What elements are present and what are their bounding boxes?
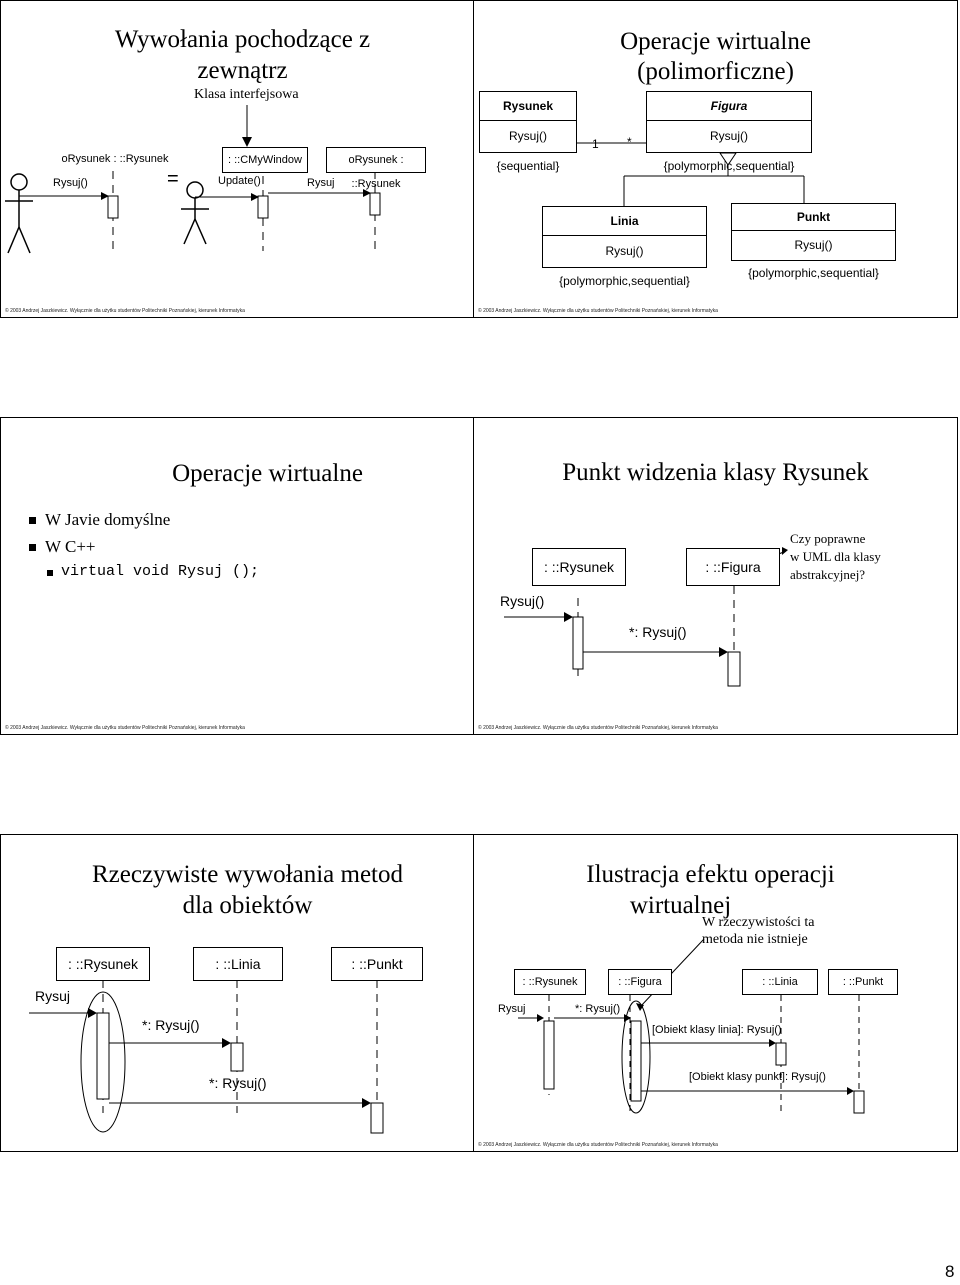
slide5-object-linia: : ::Linia (193, 947, 283, 981)
slide-virtual-effect: Ilustracja efektu operacji wirtualnej W … (473, 834, 958, 1152)
class-rysunek: Rysunek Rysuj(){sequential} (479, 91, 577, 173)
slide5-title-line2: dla obiektów (182, 892, 313, 919)
slide3-title: Operacje wirtualne (172, 460, 363, 487)
slide1-message-rysuj: Rysuj() (53, 177, 88, 189)
slide3-code-virtual: virtual void Rysuj (); (61, 563, 260, 580)
bullet2-icon (29, 544, 36, 551)
slide1-subtitle: Klasa interfejsowa (194, 87, 299, 102)
slide1-object-orysunek-2: oRysunek : ::Rysunek (326, 147, 426, 190)
slide6-title-line1: Ilustracja efektu operacji (586, 861, 835, 888)
class-figura-operation: Rysuj(){polymorphic,sequential} (663, 129, 795, 173)
slide3-footer: © 2003 Andrzej Jaszkiewicz. Wyłącznie dl… (5, 725, 245, 731)
class-punkt: Punkt Rysuj(){polymorphic,sequential} (731, 203, 896, 280)
slide4-message-rysuj: Rysuj() (500, 593, 545, 609)
class-linia-operation: Rysuj(){polymorphic,sequential} (559, 244, 690, 288)
slide1-sequence-lines (5, 105, 381, 254)
multiplicity-one: 1 (592, 137, 599, 151)
slide5-title-line1: Rzeczywiste wywołania metod (91, 861, 403, 888)
slide6-sequence-lines (518, 938, 865, 1115)
object-rysunek: : ::Rysunek (532, 548, 626, 586)
slide4-title: Punkt widzenia klasy Rysunek (562, 459, 869, 486)
slide1-title-line2: zewnątrz (197, 57, 288, 84)
slide6-message-punkt: [Obiekt klasy punkt]: Rysuj() (689, 1071, 826, 1083)
page-number: 8 (945, 1262, 955, 1281)
slide-real-calls: Rzeczywiste wywołania metod dla obiektów… (0, 834, 485, 1152)
slide1-footer: © 2003 Andrzej Jaszkiewicz. Wyłącznie dl… (5, 308, 245, 314)
actor2-icon (181, 181, 209, 245)
slide2-title-line1: Operacje wirtualne (620, 28, 811, 55)
slide5-object-rysunek: : ::Rysunek (56, 947, 150, 981)
slide5-message-rysuj: Rysuj (35, 988, 71, 1004)
bullet3-icon (47, 570, 53, 576)
slide1-object-orysunek-1: oRysunek : ::Rysunek (61, 149, 169, 171)
slide4-sequence-lines (504, 547, 788, 687)
slide6-note-line1: W rzeczywistości ta (702, 915, 815, 930)
class-linia: Linia Rysuj(){polymorphic,sequential} (542, 206, 707, 288)
slide-rysunek-view: Punkt widzenia klasy Rysunek : ::Rysunek… (473, 417, 958, 735)
slide6-message-rysuj: Rysuj (498, 1003, 526, 1015)
slide5-message-star-rysuj-2: *: Rysuj() (209, 1075, 267, 1091)
class-punkt-name: Punkt (732, 204, 895, 231)
slide4-footer: © 2003 Andrzej Jaszkiewicz. Wyłącznie dl… (478, 725, 718, 731)
multiplicity-many: * (627, 135, 632, 149)
slide6-object-rysunek: : ::Rysunek (514, 969, 586, 995)
slide6-footer: © 2003 Andrzej Jaszkiewicz. Wyłącznie dl… (478, 1142, 718, 1148)
slide-virtual-operations-languages: Operacje wirtualne W Javie domyślne W C+… (0, 417, 485, 735)
slide6-title-line2: wirtualnej (629, 892, 732, 919)
actor1-icon (5, 173, 33, 254)
slide6-object-linia: : ::Linia (742, 969, 818, 995)
slide-virtual-operations: Operacje wirtualne (polimorficzne) Rysun… (473, 0, 958, 318)
slide6-object-punkt: : ::Punkt (828, 969, 898, 995)
slide4-message-star-rysuj: *: Rysuj() (629, 624, 687, 640)
slide5-object-punkt: : ::Punkt (331, 947, 423, 981)
slide5-sequence-lines (29, 980, 384, 1134)
bullet1-icon (29, 517, 36, 524)
slide3-bullet-java: W Javie domyślne (45, 510, 171, 529)
slide1-object-cmywindow: : ::CMyWindow (222, 147, 308, 173)
class-figura-name: Figura (647, 92, 811, 121)
slide1-title-line1: Wywołania pochodzące z (114, 26, 371, 53)
slide5-message-star-rysuj-1: *: Rysuj() (142, 1017, 200, 1033)
slide6-note-line2: metoda nie istnieje (702, 932, 808, 947)
class-rysunek-name: Rysunek (480, 92, 576, 121)
class-linia-name: Linia (543, 207, 706, 236)
slide3-bullet-cpp: W C++ (45, 537, 96, 556)
slide1-equals-sign: = (167, 168, 179, 190)
class-figura: Figura Rysuj(){polymorphic,sequential} (646, 91, 812, 173)
class-rysunek-operation: Rysuj(){sequential} (496, 129, 560, 173)
slide2-title-line2: (polimorficzne) (637, 58, 794, 85)
slide4-note-line3: abstrakcyjnej? (790, 567, 866, 582)
slide-external-calls: Wywołania pochodzące z zewnątrz Klasa in… (0, 0, 485, 318)
slide4-note-line2: w UML dla klasy (790, 549, 881, 564)
slide6-object-figura: : ::Figura (608, 969, 672, 995)
slide1-message-update: Update() (218, 175, 261, 187)
slide2-class-lines (577, 142, 805, 206)
slide2-footer: © 2003 Andrzej Jaszkiewicz. Wyłącznie dl… (478, 308, 718, 314)
slide6-message-star-rysuj: *: Rysuj() (575, 1003, 621, 1015)
slide4-note-line1: Czy poprawne (790, 531, 866, 546)
slide6-message-linia: [Obiekt klasy linia]: Rysuj() (652, 1024, 782, 1036)
slide1-message-rysuj-2: Rysuj (307, 177, 335, 189)
object-figura: : ::Figura (686, 548, 780, 586)
class-punkt-operation: Rysuj(){polymorphic,sequential} (748, 238, 879, 280)
